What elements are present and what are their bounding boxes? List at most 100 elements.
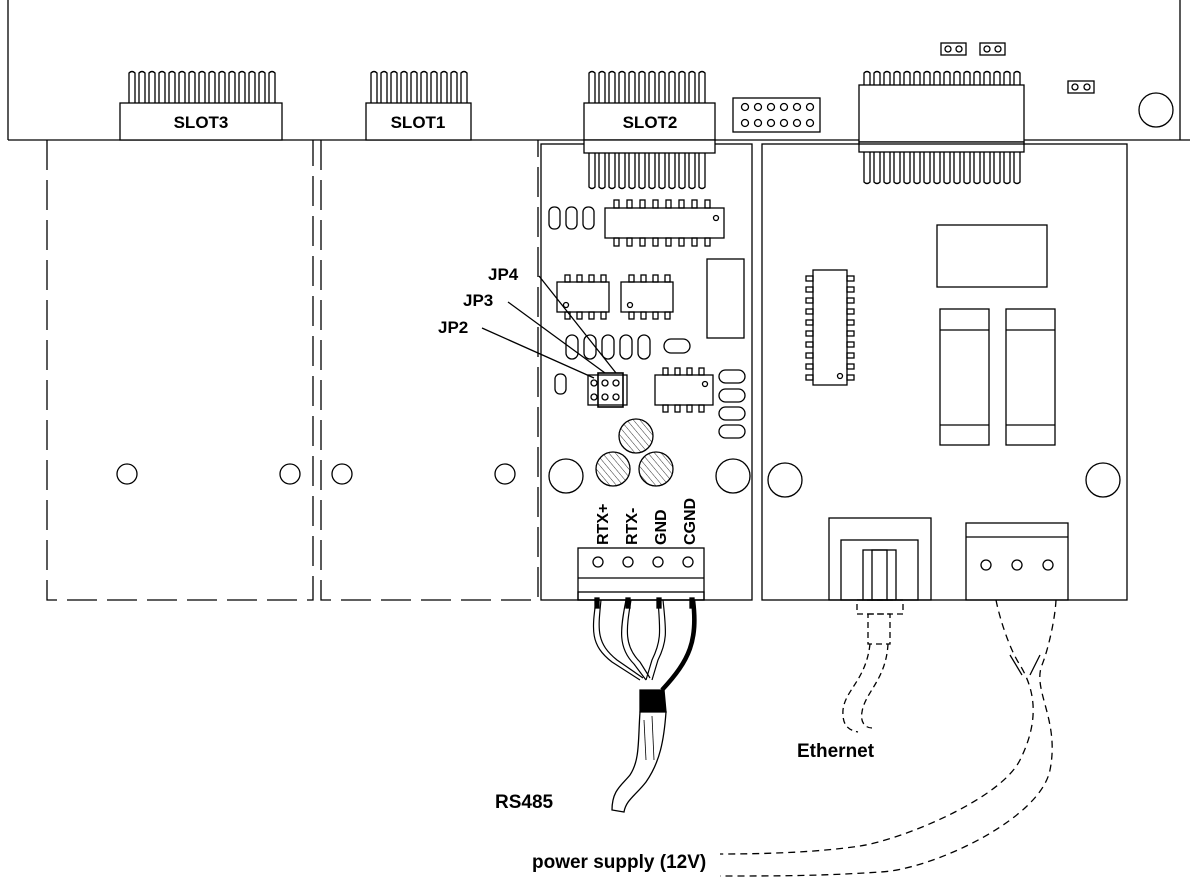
ic-pin (576, 311, 583, 320)
slot1-pin (440, 70, 448, 103)
slot2-bottom-pin (598, 153, 606, 190)
module-bottom-pin (953, 152, 961, 185)
slot2-bottom-pin (678, 153, 686, 190)
ic-pin (652, 311, 659, 320)
slot3-pin (258, 70, 266, 103)
module-pin (923, 70, 931, 85)
slot1-hole-left (331, 463, 353, 485)
module-bottom-pin (883, 152, 891, 185)
slot2-bottom-pins (588, 153, 706, 190)
slot2-pins (588, 70, 706, 103)
ic-pin (664, 311, 671, 320)
header-pin (766, 102, 776, 112)
slot2-bottom-pin (668, 153, 676, 190)
slot1-pin (380, 70, 388, 103)
ic-vertical (812, 269, 848, 386)
slot1-pin (390, 70, 398, 103)
ic-pin (640, 274, 647, 283)
slot2-bottom-pin (608, 153, 616, 190)
slot3-pin (228, 70, 236, 103)
module-pin (933, 70, 941, 85)
rs485-terminal-block (577, 547, 705, 601)
rs485-card-hole-left (548, 458, 584, 494)
ic-pin (846, 341, 855, 348)
ethernet-card-hole-right (1085, 462, 1121, 498)
ic-pin (652, 274, 659, 283)
ic-pin (662, 367, 669, 376)
header-pin (792, 102, 802, 112)
module-bottom-pin (923, 152, 931, 185)
rs485-card: RTX+ RTX- GND CGND (540, 139, 753, 601)
component-rect-large (936, 224, 1048, 288)
module-pin (963, 70, 971, 85)
module-pin (893, 70, 901, 85)
module-bottom-pin (1013, 152, 1021, 185)
ic-8pin-c (654, 374, 714, 406)
header-pin (779, 102, 789, 112)
ic-pin (662, 404, 669, 413)
ic-16pin (604, 207, 725, 239)
ic-pin (588, 274, 595, 283)
backplane-pin-header (732, 97, 821, 133)
ic-pin (600, 311, 607, 320)
module-bottom-pin (873, 152, 881, 185)
slot1-label: SLOT1 (391, 113, 446, 132)
component-rect (706, 258, 745, 339)
ic-pin (846, 330, 855, 337)
slot2-bottom-pin (648, 153, 656, 190)
slot2-bottom-pin (688, 153, 696, 190)
led-2 (595, 451, 631, 487)
module-pin (1013, 70, 1021, 85)
header-pin (740, 102, 750, 112)
module-pin (873, 70, 881, 85)
module-bottom-pin (903, 152, 911, 185)
module-bottom-pin (933, 152, 941, 185)
ic-pin (846, 297, 855, 304)
module-pin (953, 70, 961, 85)
ic-pin (704, 237, 711, 247)
slot2-pin (678, 70, 686, 103)
power-terminal-block (965, 522, 1069, 601)
ic-pin (686, 404, 693, 413)
rj45-connector (828, 517, 932, 601)
header-pin (766, 118, 776, 128)
header-pin (805, 118, 815, 128)
ic-pin (600, 274, 607, 283)
terminal-label-cgnd: CGND (682, 498, 699, 545)
slot2-pin (608, 70, 616, 103)
slot1-pins (370, 70, 468, 103)
slot1-pin (460, 70, 468, 103)
module-bottom-pin (973, 152, 981, 185)
slot1-connector: SLOT1 (365, 102, 472, 141)
jp3-label: JP3 (463, 291, 493, 310)
rs485-card-hole-right (715, 458, 751, 494)
ic-pin (564, 274, 571, 283)
ic-pin (846, 308, 855, 315)
slot2-pin (648, 70, 656, 103)
jp4-label: JP4 (488, 265, 519, 284)
slot3-connector: SLOT3 (119, 102, 283, 141)
ic-pin (846, 286, 855, 293)
ic-pin (628, 311, 635, 320)
module-bottom-pin (913, 152, 921, 185)
slot1-pin (430, 70, 438, 103)
empty-slot3-outline (46, 140, 314, 601)
ic-pin (678, 237, 685, 247)
ic-pin (698, 404, 705, 413)
ic-pin (639, 237, 646, 247)
header-pin (753, 118, 763, 128)
ic-pin (640, 311, 647, 320)
ic-pin (805, 275, 814, 282)
rs485-label: RS485 (495, 792, 554, 813)
slot2-bottom-pin (588, 153, 596, 190)
ic-pin (674, 404, 681, 413)
module-pin (863, 70, 871, 85)
slot3-pin (208, 70, 216, 103)
ic-pin (805, 352, 814, 359)
ic-pin (628, 274, 635, 283)
ic-pin (805, 374, 814, 381)
ic-8pin-b (620, 281, 674, 313)
slot1-pin (370, 70, 378, 103)
module-pin (993, 70, 1001, 85)
